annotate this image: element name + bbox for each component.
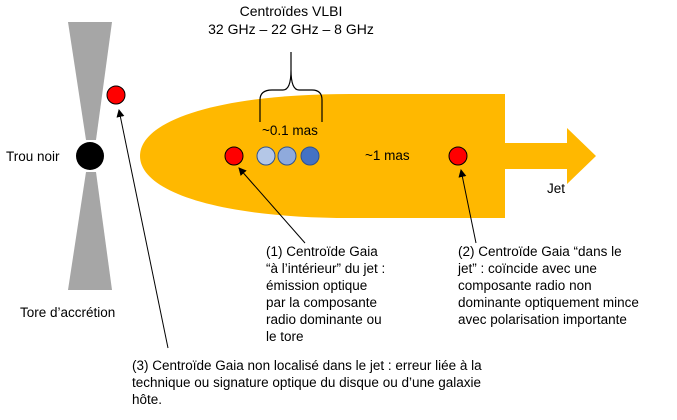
vlbi-centroid-32ghz [256, 146, 276, 166]
scale-large-label: ~1 mas [365, 148, 410, 163]
torus-label: Tore d’accrétion [20, 305, 116, 320]
jet-label: Jet [547, 181, 566, 196]
vlbi-title: Centroïdes VLBI [239, 3, 343, 19]
vlbi-bracket [259, 52, 323, 122]
scale-small-label: ~0.1 mas [262, 123, 318, 138]
black-hole-label: Trou noir [6, 149, 60, 164]
gaia-centroid-jet [448, 146, 468, 166]
gaia-centroid-torus [106, 85, 126, 105]
vlbi-frequencies: 32 GHz – 22 GHz – 8 GHz [208, 21, 374, 37]
torus-upper-shape [68, 22, 112, 140]
note-not-in-jet: (3) Centroïde Gaia non localisé dans le … [132, 358, 482, 407]
note-inside-jet: (1) Centroïde Gaia “à l’intérieur” du je… [266, 244, 386, 344]
gaia-centroid-inner [224, 146, 244, 166]
arrow-note-3 [116, 109, 169, 349]
jet-body [140, 94, 505, 218]
arrow-note-2 [458, 169, 477, 244]
vlbi-centroid-22ghz [277, 146, 297, 166]
note-in-jet: (2) Centroïde Gaia “dans le jet” : coïnc… [458, 244, 639, 327]
black-hole [76, 142, 104, 170]
torus-lower-shape [68, 172, 112, 290]
jet-arrow [505, 128, 596, 184]
arrow-note-1 [238, 167, 306, 244]
vlbi-centroid-8ghz [300, 146, 320, 166]
